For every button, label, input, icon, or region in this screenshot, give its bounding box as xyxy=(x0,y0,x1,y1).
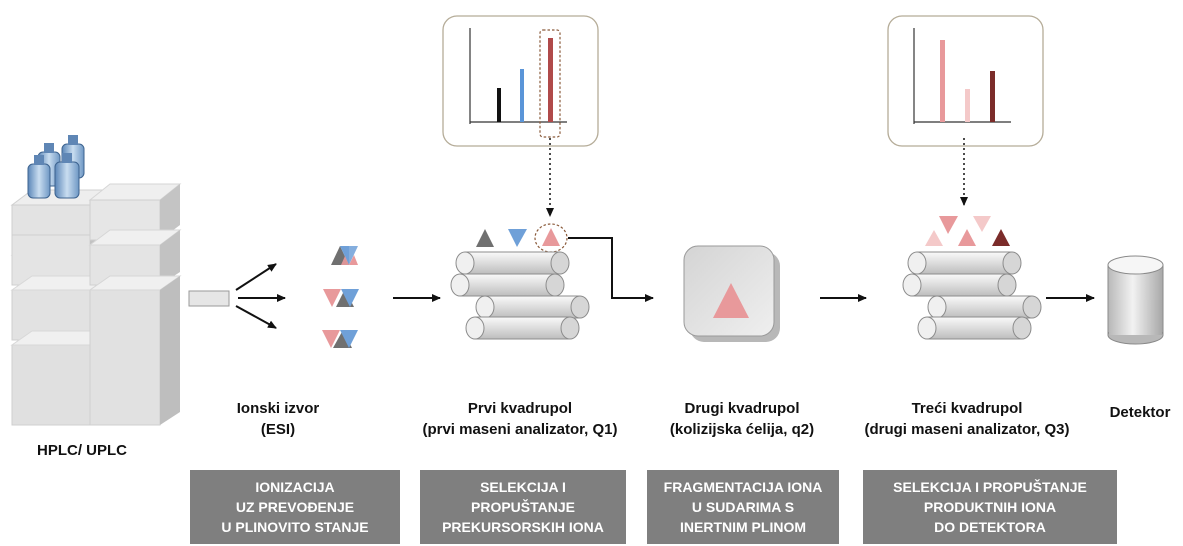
ion-cluster-1 xyxy=(331,246,358,265)
q3-peak-2 xyxy=(965,89,970,122)
q1-title: Prvi kvadrupol xyxy=(467,400,573,417)
q3-spectrum-panel xyxy=(887,15,1044,147)
q1-peak-3 xyxy=(548,38,553,122)
q2-ion xyxy=(713,283,749,318)
q3-peak-1 xyxy=(940,40,945,122)
ion-source-label: Ionski izvor (ESI) xyxy=(218,398,338,440)
q3-ion-light-up xyxy=(925,230,943,246)
q3-quadrupole-rods xyxy=(902,251,1042,340)
esi-capillary xyxy=(188,290,230,307)
ion-source-title: Ionski izvor xyxy=(236,400,320,417)
q3-label: Treći kvadrupol (drugi maseni analizator… xyxy=(847,398,1087,440)
detector-label: Detektor xyxy=(1100,402,1180,423)
q2-label: Drugi kvadrupol (kolizijska ćelija, q2) xyxy=(642,398,842,440)
process-box-line: PREKURSORSKIH IONA xyxy=(442,519,604,535)
q2-subtitle: (kolizijska ćelija, q2) xyxy=(669,421,815,438)
spray-arrow-up xyxy=(235,263,277,291)
collision-cell xyxy=(683,245,780,342)
q1-spectrum-panel xyxy=(442,15,599,147)
detector-label-text: Detektor xyxy=(1109,404,1171,421)
hplc-right-stack xyxy=(88,183,182,426)
process-box-precursor-selection: SELEKCIJA I PROPUŠTANJE PREKURSORSKIH IO… xyxy=(420,470,626,544)
q3-ion-pink-down xyxy=(939,216,958,234)
process-box-line: PROPUŠTANJE xyxy=(471,499,575,515)
q1-ion-gray xyxy=(476,229,494,247)
q1-peak-1 xyxy=(497,88,501,122)
q2-title: Drugi kvadrupol xyxy=(684,400,800,417)
process-box-line: DO DETEKTORA xyxy=(934,519,1046,535)
hplc-instrument xyxy=(10,135,182,426)
process-box-line: U PLINOVITO STANJE xyxy=(221,519,369,535)
q1-subtitle: (prvi maseni analizator, Q1) xyxy=(422,421,618,438)
ion-cluster-3 xyxy=(322,330,358,348)
q1-selection-box xyxy=(539,29,561,138)
hplc-label-text: HPLC/ UPLC xyxy=(37,442,127,459)
solvent-bottles xyxy=(27,135,85,199)
q1-quadrupole-rods xyxy=(450,251,590,340)
ion-source-subtitle: (ESI) xyxy=(260,421,296,438)
process-box-line: SELEKCIJA I xyxy=(480,479,566,495)
q1-ion-blue xyxy=(508,229,527,247)
arrow-to-q2 xyxy=(568,237,654,302)
detector-cylinder xyxy=(1107,255,1164,345)
process-box-line: PRODUKTNIH IONA xyxy=(923,499,1057,515)
spray-arrow-down xyxy=(235,305,277,329)
process-box-product-selection: SELEKCIJA I PROPUŠTANJE PRODUKTNIH IONA … xyxy=(863,470,1117,544)
q1-ion-selected xyxy=(542,228,560,246)
process-box-line: INERTNIM PLINOM xyxy=(680,519,806,535)
q3-title: Treći kvadrupol xyxy=(911,400,1023,417)
process-box-line: IONIZACIJA xyxy=(255,479,335,495)
process-box-ionization: IONIZACIJA UZ PREVOĐENJE U PLINOVITO STA… xyxy=(190,470,400,544)
process-box-line: UZ PREVOĐENJE xyxy=(235,499,355,515)
process-box-line: U SUDARIMA S xyxy=(691,499,795,515)
q3-ion-pink-up xyxy=(958,229,976,246)
esi-spray-arrows xyxy=(235,263,286,329)
q3-peak-3 xyxy=(990,71,995,122)
q1-label: Prvi kvadrupol (prvi maseni analizator, … xyxy=(400,398,640,440)
hplc-label: HPLC/ UPLC xyxy=(22,440,142,461)
q3-ion-dark-up xyxy=(992,229,1010,246)
q1-peak-2 xyxy=(520,69,524,122)
process-box-line: FRAGMENTACIJA IONA xyxy=(663,479,823,495)
process-box-line: SELEKCIJA I PROPUŠTANJE xyxy=(893,479,1087,495)
process-box-fragmentation: FRAGMENTACIJA IONA U SUDARIMA S INERTNIM… xyxy=(647,470,839,544)
q3-ion-light-down xyxy=(973,216,991,232)
q3-subtitle: (drugi maseni analizator, Q3) xyxy=(864,421,1070,438)
ion-cluster-2 xyxy=(323,289,359,307)
